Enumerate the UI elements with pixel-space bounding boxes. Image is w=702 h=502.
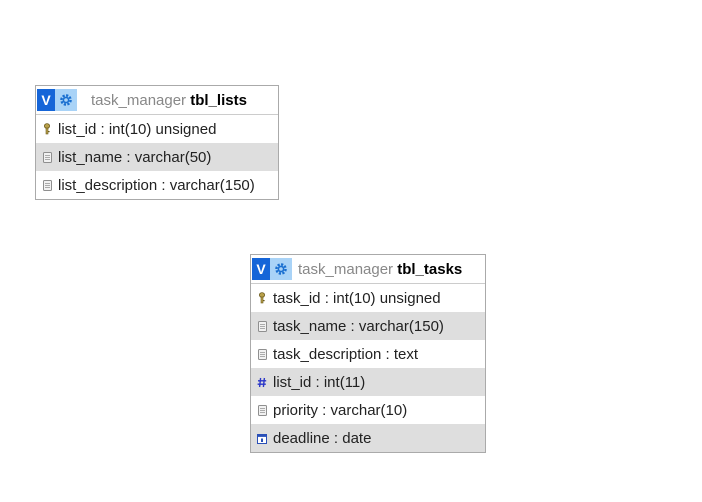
column-row[interactable]: list_id : int(10) unsigned — [36, 115, 278, 143]
text-column-icon — [42, 151, 52, 163]
column-row[interactable]: deadline : date — [251, 424, 485, 452]
table-title: task_manager tbl_lists — [91, 92, 247, 109]
table-name: tbl_tasks — [397, 260, 463, 278]
table-box-tbl-lists[interactable]: V task_manager tbl_lists list_id : int(1… — [35, 85, 279, 200]
column-text: deadline : date — [273, 429, 372, 447]
toggle-columns-button[interactable]: V — [37, 89, 55, 111]
database-name: task_manager — [91, 91, 187, 109]
column-row[interactable]: task_name : varchar(150) — [251, 312, 485, 340]
column-row[interactable]: priority : varchar(10) — [251, 396, 485, 424]
column-row[interactable]: list_id : int(11) — [251, 368, 485, 396]
text-column-icon — [257, 404, 267, 416]
table-name: tbl_lists — [190, 91, 247, 109]
key-icon — [42, 123, 52, 135]
column-row[interactable]: task_id : int(10) unsigned — [251, 284, 485, 312]
column-text: list_name : varchar(50) — [58, 148, 212, 166]
date-column-icon — [257, 432, 267, 444]
column-row[interactable]: list_description : varchar(150) — [36, 171, 278, 199]
column-row[interactable]: task_description : text — [251, 340, 485, 368]
gear-icon[interactable] — [55, 89, 77, 111]
column-text: list_id : int(11) — [273, 373, 366, 391]
column-text: task_id : int(10) unsigned — [273, 289, 441, 307]
table-header: V task_manager tbl_lists — [36, 86, 278, 115]
text-column-icon — [257, 320, 267, 332]
column-text: task_name : varchar(150) — [273, 317, 444, 335]
table-box-tbl-tasks[interactable]: V task_manager tbl_tasks task_id : int(1… — [250, 254, 486, 453]
table-title: task_manager tbl_tasks — [298, 261, 462, 278]
toggle-columns-button[interactable]: V — [252, 258, 270, 280]
column-text: list_id : int(10) unsigned — [58, 120, 217, 138]
number-column-icon — [257, 376, 267, 388]
database-name: task_manager — [298, 260, 394, 278]
column-text: list_description : varchar(150) — [58, 176, 255, 194]
table-header: V task_manager tbl_tasks — [251, 255, 485, 284]
column-text: task_description : text — [273, 345, 419, 363]
text-column-icon — [257, 348, 267, 360]
column-text: priority : varchar(10) — [273, 401, 408, 419]
key-icon — [257, 292, 267, 304]
text-column-icon — [42, 179, 52, 191]
column-row[interactable]: list_name : varchar(50) — [36, 143, 278, 171]
gear-icon[interactable] — [270, 258, 292, 280]
